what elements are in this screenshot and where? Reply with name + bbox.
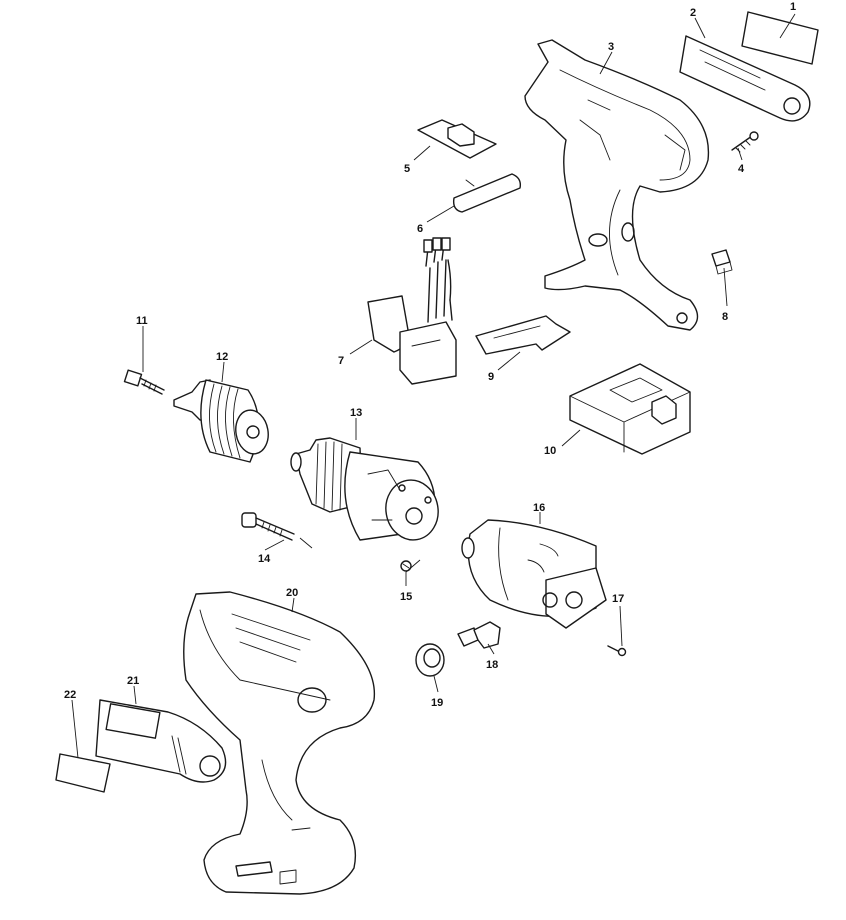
callout-18: 18 — [486, 659, 498, 671]
callout-5: 5 — [404, 163, 410, 175]
callout-16: 16 — [533, 502, 545, 514]
part-3-housing-half — [524, 39, 710, 331]
callout-22: 22 — [64, 689, 76, 701]
callout-8: 8 — [722, 311, 728, 323]
callout-17: 17 — [612, 593, 624, 605]
part-11-bolt — [123, 369, 165, 395]
callout-10: 10 — [544, 445, 556, 457]
part-12-chuck — [173, 379, 269, 463]
part-5-switch-cover — [417, 119, 497, 159]
leader-lines — [71, 13, 796, 759]
callout-4: 4 — [738, 163, 745, 175]
part-8-clip — [711, 249, 733, 275]
part-17-screw — [607, 645, 627, 657]
part-22-label — [55, 753, 111, 793]
part-9-slide-plate — [475, 315, 571, 355]
callout-6: 6 — [417, 223, 423, 235]
callout-15: 15 — [400, 591, 412, 603]
part-1-label — [741, 11, 819, 65]
part-7-switch — [367, 237, 457, 385]
callout-1: 1 — [790, 1, 796, 13]
part-10-controller — [569, 363, 691, 455]
part-16-motor — [461, 519, 607, 629]
part-4-screw — [731, 131, 759, 153]
callout-14: 14 — [258, 553, 271, 565]
callout-9: 9 — [488, 371, 494, 383]
part-13-gear-assembly — [290, 437, 439, 541]
part-6-pin — [452, 173, 522, 213]
part-2-side-cover — [679, 35, 811, 122]
callout-3: 3 — [608, 41, 614, 53]
callout-11: 11 — [136, 315, 148, 327]
part-14-bolt — [241, 512, 295, 541]
callout-12: 12 — [216, 351, 228, 363]
callout-7: 7 — [338, 355, 344, 367]
callout-13: 13 — [350, 407, 362, 419]
part-18-brush-holder — [457, 621, 501, 649]
callout-19: 19 — [431, 697, 443, 709]
part-15-screw — [400, 560, 412, 572]
callout-20: 20 — [286, 587, 298, 599]
part-20-housing-half — [183, 591, 376, 895]
part-21-side-cover — [95, 699, 227, 783]
callout-21: 21 — [127, 675, 139, 687]
callout-labels: 1 2 3 4 5 6 7 8 9 10 11 12 13 14 15 16 1… — [64, 1, 796, 709]
part-19-cap — [415, 643, 445, 677]
callout-2: 2 — [690, 7, 696, 19]
